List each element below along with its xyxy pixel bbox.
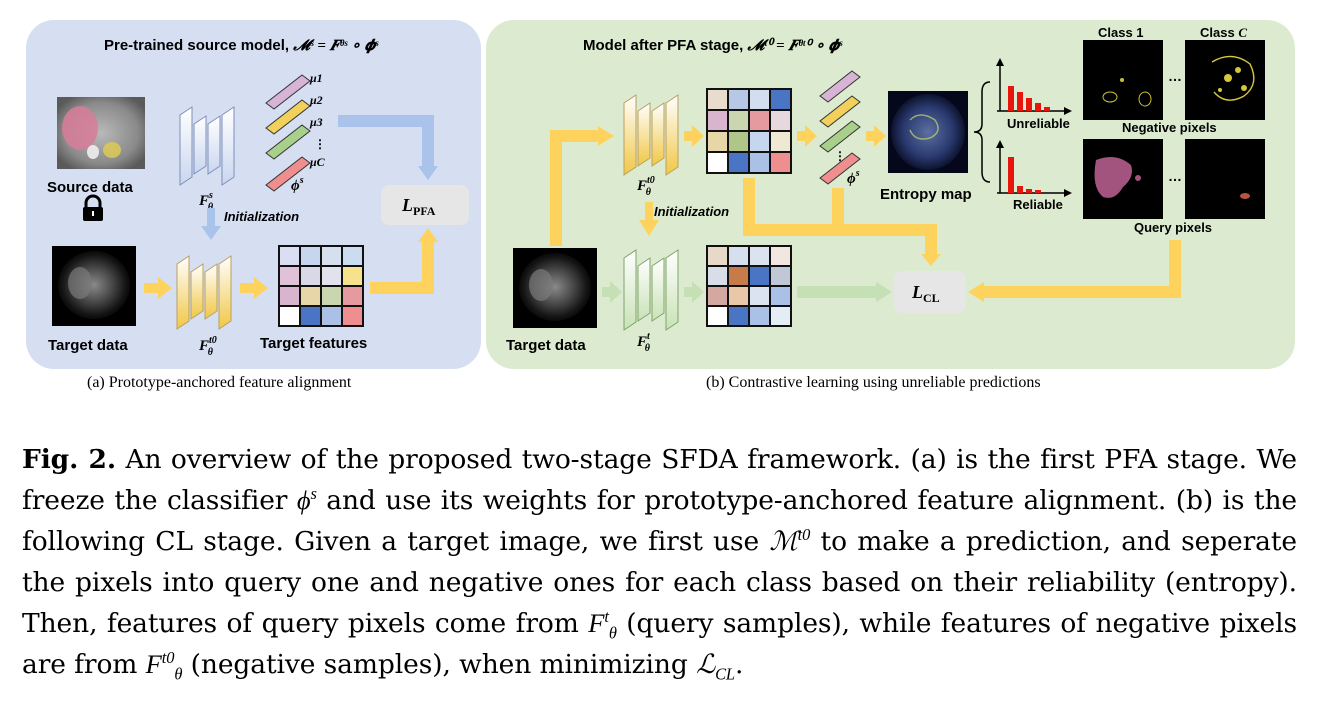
reliable-histogram <box>996 140 1072 197</box>
prototype-mu2: μ2 <box>309 93 323 107</box>
teacher-encoder-icon <box>623 94 679 176</box>
panel-b-caption: (b) Contrastive learning using unreliabl… <box>706 374 1041 391</box>
source-data-image <box>57 97 145 169</box>
panel-a-title: Pre-trained source model, 𝓜ˢ = 𝑭ᶿˢ ∘ 𝝓ˢ <box>104 37 379 54</box>
svg-text:⋮: ⋮ <box>834 149 846 163</box>
query-pixels-label: Query pixels <box>1134 220 1212 235</box>
arrow-query-to-loss <box>980 240 1181 298</box>
caption-text-5: (negative samples), when minimizing <box>182 649 697 681</box>
split-bracket <box>973 81 991 183</box>
init-label-a: Initialization <box>224 209 299 224</box>
prototype-vdots: ⋮ <box>314 137 326 151</box>
lock-icon <box>83 194 103 221</box>
teacher-features-grid <box>706 88 792 174</box>
arrow-init-b <box>639 220 659 236</box>
target-data-label-a: Target data <box>48 337 128 354</box>
caption-prefix: Fig. 2. <box>22 444 116 475</box>
loss-pfa-label: LPFA <box>401 195 436 218</box>
source-data-label: Source data <box>47 179 134 196</box>
caption-F-t0: Ft0θ <box>145 648 183 684</box>
classifier-prototypes-b <box>819 70 861 185</box>
caption-text-2: and use its weights for prototype-anchor… <box>22 485 1297 558</box>
arrow-init-a <box>201 226 221 240</box>
student-encoder-icon <box>623 249 679 331</box>
target-features-label: Target features <box>260 335 367 352</box>
prototype-mu1: μ1 <box>309 71 323 85</box>
query-mask-class-c <box>1185 139 1265 219</box>
unreliable-label: Unreliable <box>1007 116 1070 131</box>
caption-M: ℳt0 <box>769 525 811 557</box>
panel-a-caption: (a) Prototype-anchored feature alignment <box>87 374 352 391</box>
unreliable-histogram <box>996 58 1072 115</box>
caption-text-4: (query samples), while features of negat… <box>22 607 1297 681</box>
classifier-prototypes-a <box>265 74 311 192</box>
target-encoder-icon-a <box>176 255 232 330</box>
caption-text-1: An overview of the proposed two-stage SF… <box>22 444 1298 517</box>
classifier-label-a: ϕs <box>291 175 304 194</box>
loss-cl-label: LCL <box>911 282 940 305</box>
framework-diagram: Pre-trained source model, 𝓜ˢ = 𝑭ᶿˢ ∘ 𝝓ˢ … <box>26 20 1295 391</box>
arrow-features-to-loss <box>370 240 434 294</box>
caption-F-t: Ftθ <box>588 606 617 643</box>
panel-b-title: Model after PFA stage, 𝓜ᵗ⁰ = 𝑭ᶿᵗ⁰ ∘ 𝝓ˢ <box>583 37 843 54</box>
target-data-label-b: Target data <box>506 337 586 354</box>
figure-caption: Fig. 2. An overview of the proposed two-… <box>22 440 1297 685</box>
entropy-map-image <box>888 91 968 173</box>
query-mask-class-1 <box>1083 139 1163 219</box>
init-label-b: Initialization <box>654 204 729 219</box>
negative-pixels-label: Negative pixels <box>1122 120 1217 135</box>
prototype-muC: μC <box>309 155 326 169</box>
source-encoder-icon <box>179 106 235 186</box>
class-c-label: Class C <box>1200 25 1247 40</box>
loss-cl-box <box>894 271 966 313</box>
caption-phi: ϕs <box>296 484 317 516</box>
student-features-grid <box>706 245 792 327</box>
loss-pfa-box <box>381 185 469 225</box>
entropy-map-label: Entropy map <box>880 186 972 203</box>
negative-mask-class-c <box>1185 40 1265 120</box>
ellipsis-top: … <box>1168 68 1182 84</box>
arrow-target-to-teacher <box>550 130 600 246</box>
target-features-grid <box>278 245 364 327</box>
class-1-label: Class 1 <box>1098 25 1144 40</box>
negative-mask-class-1 <box>1083 40 1163 120</box>
arrow-target-to-encoder-a <box>158 277 172 299</box>
caption-text-3: to make a prediction, and seperate the p… <box>22 526 1298 639</box>
target-data-image-b <box>513 248 597 328</box>
arrow-encoder-to-features-a <box>254 277 268 299</box>
ellipsis-bottom: … <box>1168 168 1182 184</box>
reliable-label: Reliable <box>1013 197 1063 212</box>
arrow-prototypes-to-loss <box>338 115 434 168</box>
caption-text-6: . <box>734 649 744 681</box>
caption-L-cl: ℒCL <box>696 649 735 684</box>
target-data-image-a <box>52 246 136 326</box>
prototype-mu3: μ3 <box>309 115 323 129</box>
